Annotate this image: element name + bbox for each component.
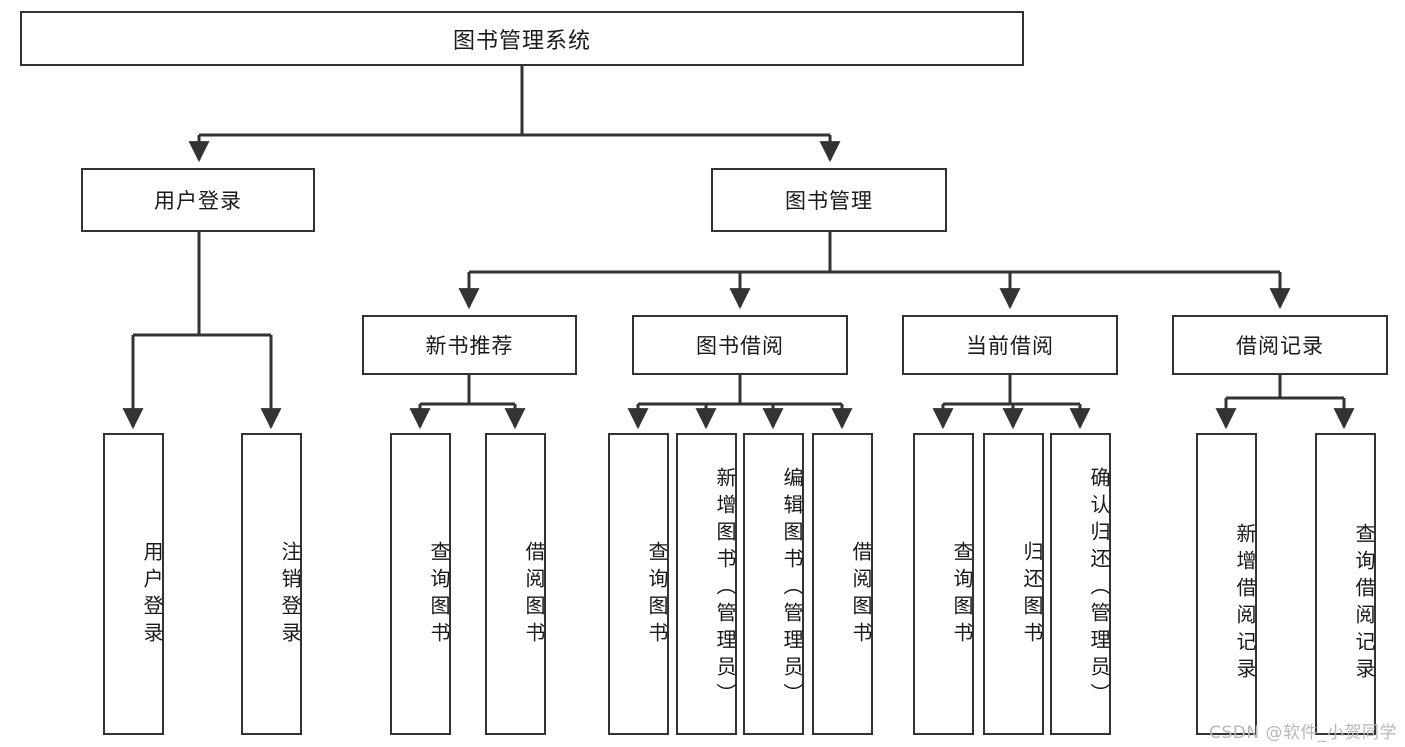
node-leaf-edit-book[interactable]: 编辑图书（管理员） bbox=[743, 433, 804, 735]
node-current-borrow[interactable]: 当前借阅 bbox=[902, 315, 1118, 375]
node-leaf-query-borrow-record[interactable]: 查询借阅记录 bbox=[1315, 433, 1376, 735]
node-label: 确认归还（管理员） bbox=[1087, 466, 1111, 710]
node-label: 查询图书 bbox=[950, 541, 974, 649]
node-leaf-confirm-return[interactable]: 确认归还（管理员） bbox=[1050, 433, 1111, 735]
node-label: 借阅图书 bbox=[849, 541, 873, 649]
node-leaf-add-borrow-record[interactable]: 新增借阅记录 bbox=[1196, 433, 1257, 735]
node-label: 图书借阅 bbox=[696, 334, 784, 358]
node-label: 借阅记录 bbox=[1236, 334, 1324, 358]
node-label: 新增图书（管理员） bbox=[713, 466, 737, 710]
node-label: 新增借阅记录 bbox=[1233, 523, 1257, 685]
node-book-management-system[interactable]: 图书管理系统 bbox=[20, 11, 1024, 66]
node-leaf-borrow-book-new[interactable]: 借阅图书 bbox=[485, 433, 546, 735]
node-leaf-add-book[interactable]: 新增图书（管理员） bbox=[676, 433, 737, 735]
node-label: 归还图书 bbox=[1020, 541, 1044, 649]
node-borrow-record[interactable]: 借阅记录 bbox=[1172, 315, 1388, 375]
node-label: 查询图书 bbox=[645, 541, 669, 649]
node-leaf-query-book-borrow[interactable]: 查询图书 bbox=[608, 433, 669, 735]
node-label: 用户登录 bbox=[140, 541, 164, 649]
node-leaf-logout[interactable]: 注销登录 bbox=[241, 433, 302, 735]
node-label: 图书管理 bbox=[785, 189, 873, 213]
node-label: 借阅图书 bbox=[522, 541, 546, 649]
node-label: 图书管理系统 bbox=[452, 28, 591, 54]
node-user-login[interactable]: 用户登录 bbox=[81, 168, 315, 232]
node-leaf-user-login[interactable]: 用户登录 bbox=[103, 433, 164, 735]
node-label: 当前借阅 bbox=[966, 334, 1054, 358]
node-new-book-recommend[interactable]: 新书推荐 bbox=[362, 315, 577, 375]
node-label: 注销登录 bbox=[278, 541, 302, 649]
node-leaf-query-book-new[interactable]: 查询图书 bbox=[390, 433, 451, 735]
node-label: 查询图书 bbox=[427, 541, 451, 649]
node-leaf-query-book-current[interactable]: 查询图书 bbox=[913, 433, 974, 735]
node-book-borrow[interactable]: 图书借阅 bbox=[632, 315, 848, 375]
csdn-watermark: CSDN @软件_小贺同学 bbox=[1209, 723, 1397, 743]
node-label: 新书推荐 bbox=[425, 334, 514, 358]
node-book-manage[interactable]: 图书管理 bbox=[711, 168, 947, 232]
node-label: 查询借阅记录 bbox=[1352, 523, 1376, 685]
node-leaf-borrow-book-borrow[interactable]: 借阅图书 bbox=[812, 433, 873, 735]
node-label: 用户登录 bbox=[154, 189, 242, 213]
node-leaf-return-book[interactable]: 归还图书 bbox=[983, 433, 1044, 735]
node-label: 编辑图书（管理员） bbox=[780, 466, 804, 710]
